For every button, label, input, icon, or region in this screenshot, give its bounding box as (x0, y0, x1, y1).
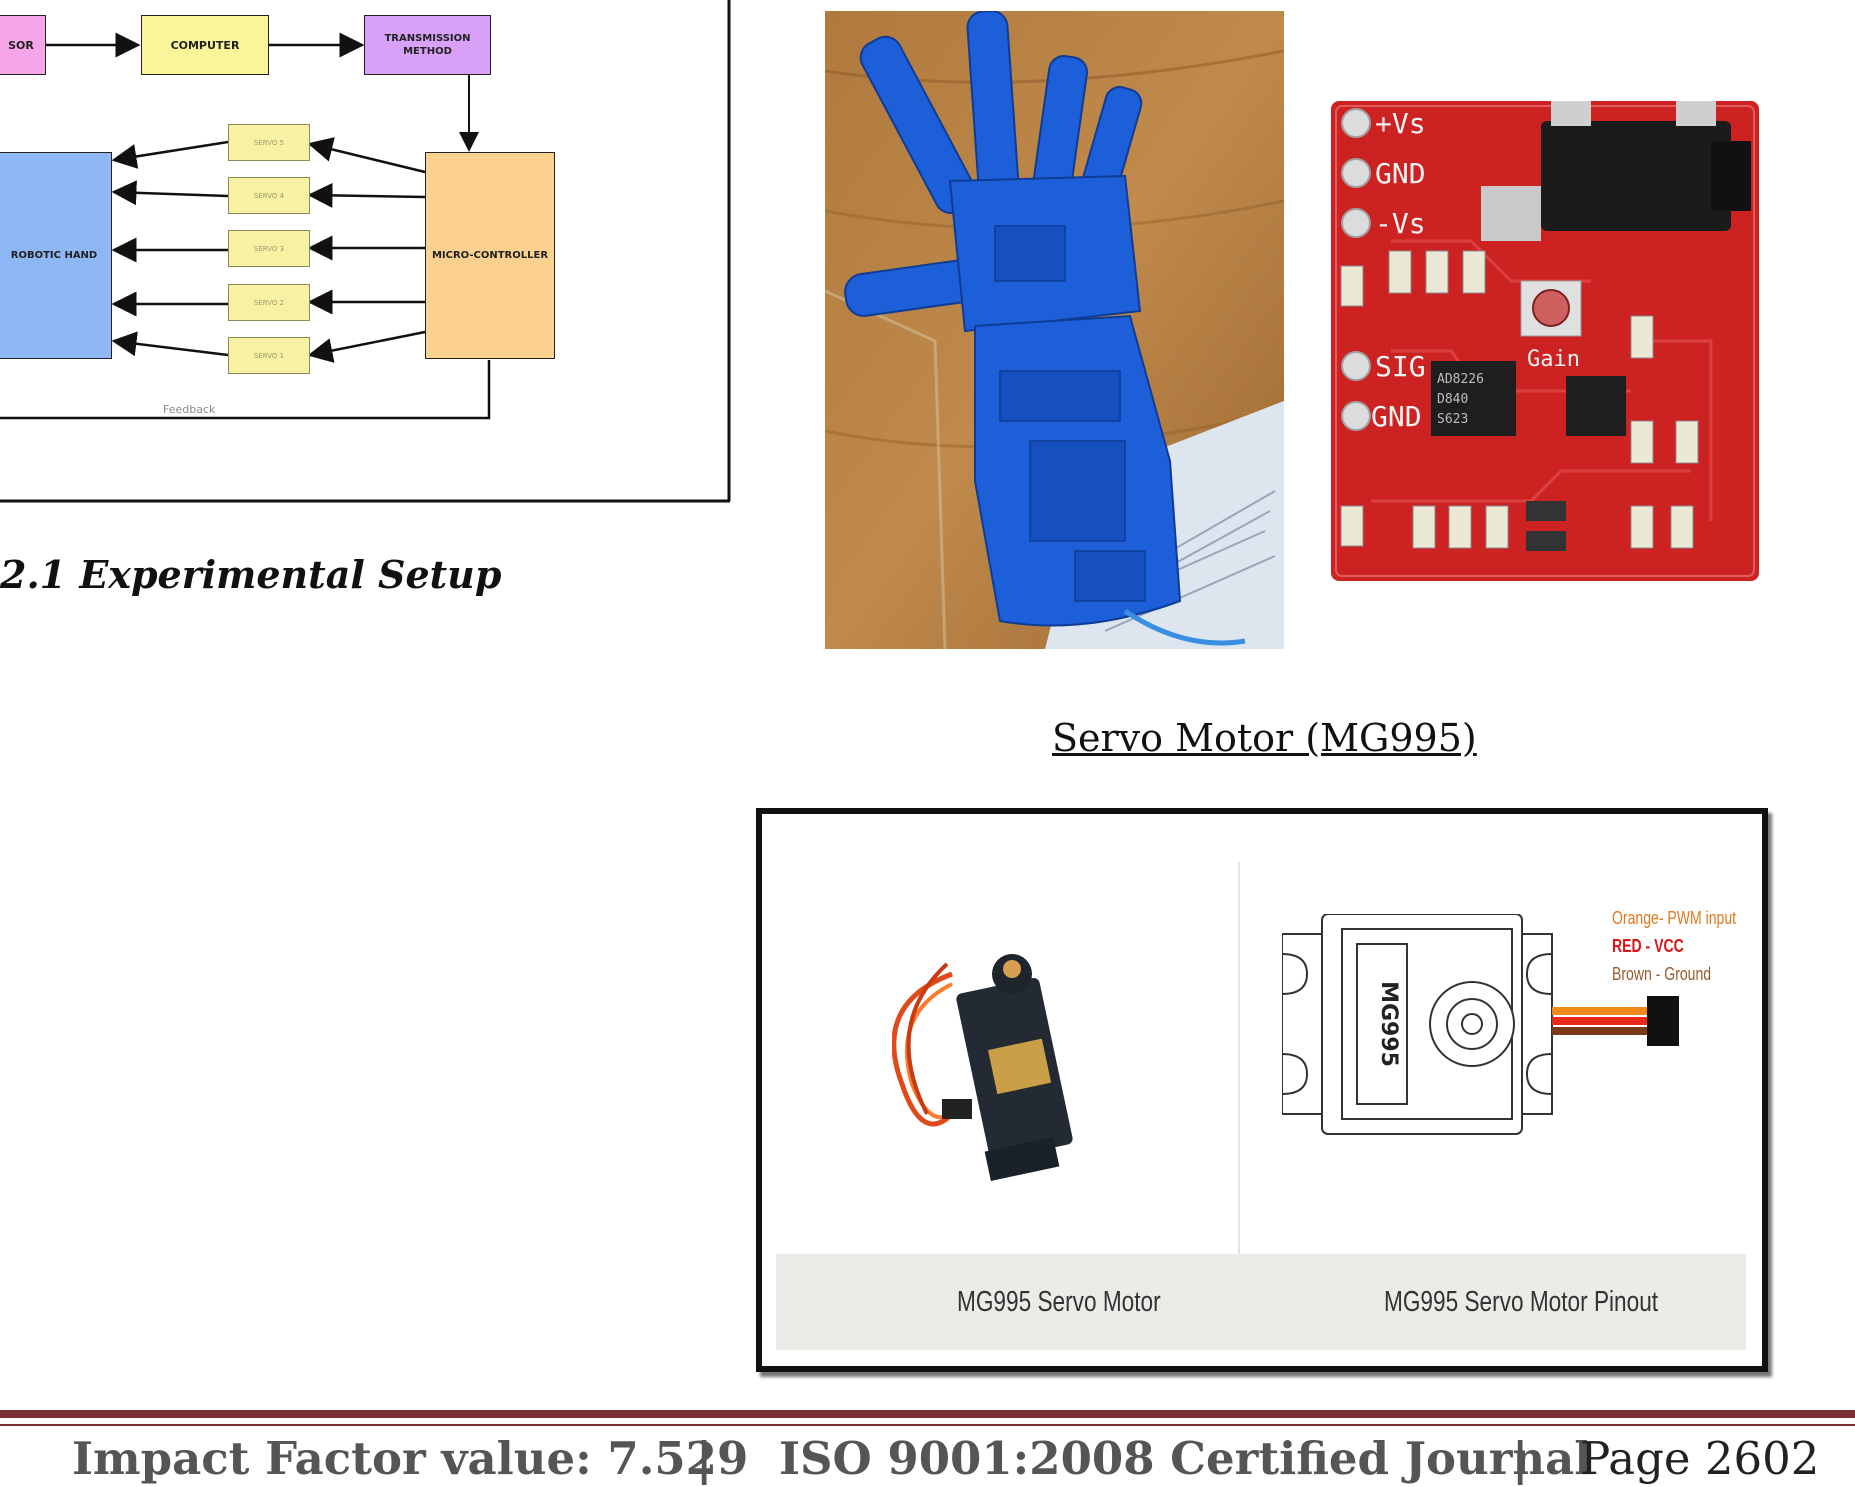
figure-caption-servo-motor: Servo Motor (MG995) (1052, 716, 1477, 760)
figure-divider (1238, 862, 1240, 1254)
footer-separator: | (1512, 1432, 1529, 1485)
microcontroller-label: MICRO-CONTROLLER (431, 250, 549, 261)
servo-block-label: SERVO 5 (253, 138, 285, 147)
footer-separator: | (696, 1432, 713, 1485)
servo-caption-bar (776, 1254, 1746, 1350)
footer-rule (0, 1410, 1855, 1418)
pin-label-vs-minus: -Vs (1375, 207, 1426, 240)
microcontroller-block: MICRO-CONTROLLER (425, 152, 555, 359)
chip-line-1: AD8226 (1437, 372, 1484, 387)
servo-motor-caption: MG995 Servo Motor (957, 1286, 1161, 1318)
robotic-hand-label: ROBOTIC HAND (10, 250, 98, 261)
servo-block-label: SERVO 4 (253, 191, 285, 200)
servo-pinout-diagram: MG995 (1282, 914, 1679, 1135)
servo-block-5: SERVO 5 (228, 124, 310, 161)
servo-motor-figure: MG995 Orange- PWM input RED - VCC Brown … (756, 808, 1768, 1372)
wire-label-brown: Brown - Ground (1612, 964, 1712, 984)
servo-block-label: SERVO 3 (253, 244, 285, 253)
servo-block-label: SERVO 1 (253, 351, 285, 360)
computer-block: COMPUTER (141, 15, 269, 75)
servo-block-4: SERVO 4 (228, 177, 310, 214)
figure-caption-experimental-setup: 2.1 Experimental Setup (0, 552, 502, 597)
wire-color-legend: Orange- PWM input RED - VCC Brown - Grou… (1612, 904, 1736, 988)
pin-label-vs-plus: +Vs (1375, 107, 1426, 140)
footer-page-number: Page 2602 (1580, 1432, 1820, 1485)
diagram-connectors (0, 0, 731, 503)
servo-pinout-caption: MG995 Servo Motor Pinout (1384, 1286, 1659, 1318)
sensor-board-illustration: +Vs GND -Vs SIG GND Gain AD8226 D840 S62… (1331, 101, 1759, 581)
computer-block-label: COMPUTER (170, 38, 240, 52)
feedback-label: Feedback (163, 403, 216, 416)
robotic-hand-photo (825, 11, 1284, 649)
wire-label-orange: Orange- PWM input (1612, 908, 1737, 928)
footer-iso-certification: ISO 9001:2008 Certified Journal (779, 1432, 1592, 1485)
sensor-block-label: SOR (8, 38, 34, 52)
servo-block-1: SERVO 1 (228, 337, 310, 374)
robotic-hand-illustration (825, 11, 1284, 649)
footer-rule-thin (0, 1424, 1855, 1426)
chip-line-2: D840 (1437, 392, 1468, 407)
sensor-block: SOR (0, 15, 46, 75)
servo-block-2: SERVO 2 (228, 284, 310, 321)
pin-label-sig: SIG (1375, 350, 1426, 383)
chip-line-3: S623 (1437, 412, 1468, 427)
pin-label-gnd-2: GND (1371, 400, 1422, 433)
servo-block-3: SERVO 3 (228, 230, 310, 267)
transmission-label-line2: METHOD (403, 46, 452, 57)
block-diagram: SOR COMPUTER TRANSMISSION METHOD ROBOTIC… (0, 0, 732, 503)
wire-label-red: RED - VCC (1612, 936, 1684, 956)
servo-block-label: SERVO 2 (253, 298, 285, 307)
transmission-label-line1: TRANSMISSION (384, 33, 471, 44)
footer-impact-factor: Impact Factor value: 7.529 (72, 1432, 749, 1485)
robotic-hand-block: ROBOTIC HAND (0, 152, 112, 359)
pinout-model-label: MG995 (1376, 981, 1401, 1067)
pin-label-gnd: GND (1375, 157, 1426, 190)
gain-label: Gain (1527, 347, 1580, 372)
transmission-method-block: TRANSMISSION METHOD (364, 15, 491, 75)
emg-sensor-board: +Vs GND -Vs SIG GND Gain AD8226 D840 S62… (1331, 101, 1759, 581)
servo-motor-photo (892, 954, 1073, 1181)
